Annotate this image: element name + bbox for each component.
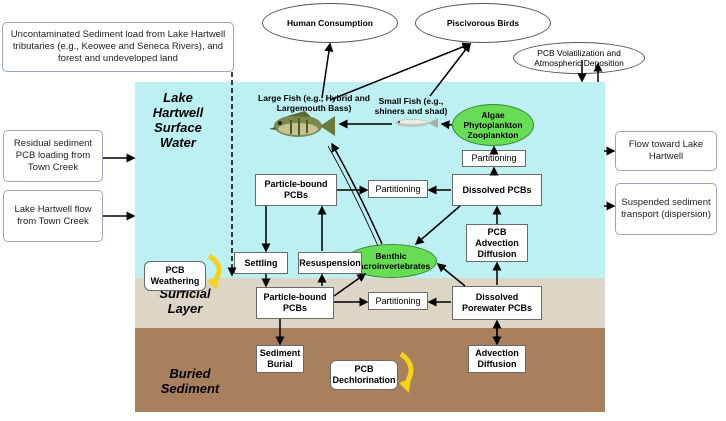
dechlorination-box: PCB Dechlorination [330, 360, 398, 390]
small-fish-label: Small Fish (e.g., shiners and shad) [374, 96, 448, 116]
human-consumption-ellipse: Human Consumption [262, 3, 398, 43]
large-fish-label: Large Fish (e.g., Hybrid and Largemouth … [258, 93, 370, 113]
hartwell-flow-box: Lake Hartwell flow from Town Creek [3, 190, 103, 242]
sediment-burial-box: Sediment Burial [256, 345, 304, 373]
weathering-cycle-icon [207, 253, 222, 290]
small-fish-image [395, 118, 438, 128]
settling-box: Settling [234, 252, 288, 274]
uncontaminated-sediment-box: Uncontaminated Sediment load from Lake H… [2, 22, 234, 72]
surface-water-label: Lake Hartwell Surface Water [152, 90, 204, 150]
flow-toward-box: Flow toward Lake Hartwell [615, 131, 717, 171]
dechlorination-cycle-icon [399, 351, 414, 393]
partitioning-surficial-box: Partitioning [368, 292, 428, 310]
resuspension-box: Resuspension [298, 252, 362, 274]
particle-bound-surficial-box: Particle-bound PCBs [256, 287, 334, 319]
residual-sediment-box: Residual sediment PCB loading from Town … [3, 130, 103, 182]
piscivorous-birds-ellipse: Piscivorous Birds [415, 3, 551, 43]
advection-buried-box: Advection Diffusion [468, 345, 526, 373]
advection-water-box: PCB Advection Diffusion [466, 224, 528, 262]
algae-ellipse: Algae Phytoplankton Zooplankton [452, 104, 534, 146]
weathering-box: PCB Weathering [144, 261, 206, 291]
buried-sediment-label: Buried Sediment [160, 366, 220, 396]
large-fish-image [269, 111, 335, 137]
suspended-transport-box: Suspended sediment transport (dispersion… [615, 183, 717, 235]
particle-bound-water-box: Particle-bound PCBs [255, 174, 337, 206]
